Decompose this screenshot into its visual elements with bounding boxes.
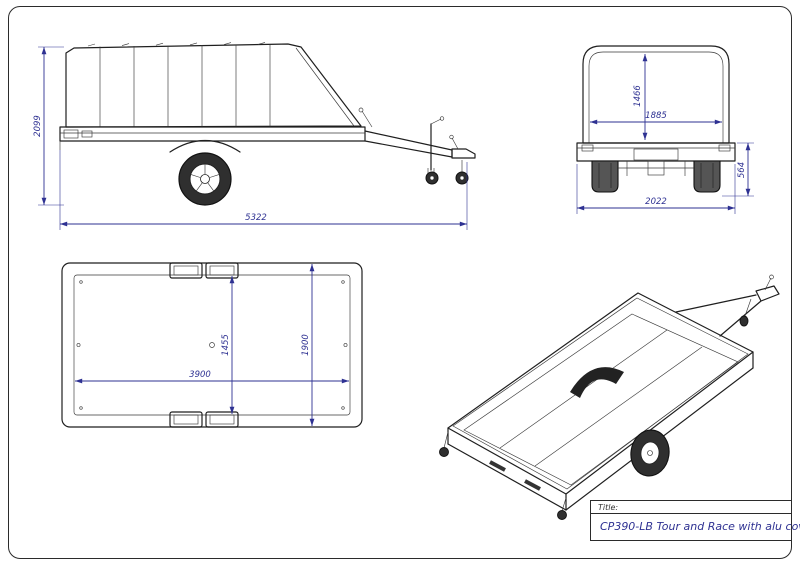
drawbar [358,107,476,185]
wheel [178,152,232,206]
iso-floor-planks [499,329,703,467]
iso-drawbar [675,274,780,337]
iso-fender-arch [570,367,624,398]
right-tail-light [718,144,731,152]
plan-details [76,280,348,410]
dim-label-1466: 1466 [633,85,643,107]
dimension-side-height: 2099 [33,46,64,206]
dim-label-2099: 2099 [33,115,43,137]
side-view: 2099 5322 [33,42,476,230]
iso-rear-lights [489,460,541,491]
dimension-rear-inner-width: 1885 [590,111,722,125]
dimension-rear-overall-width: 2022 [576,164,736,214]
dim-label-1455: 1455 [221,334,231,356]
dimension-rear-inner-height: 1466 [633,54,648,140]
iso-deck-floor [463,313,739,486]
dim-label-5322: 5322 [245,213,267,223]
rear-view: 1466 1885 564 2022 [576,45,754,214]
rear-bed [576,142,736,162]
jockey-wheel [425,116,445,185]
dimension-side-length: 5322 [59,150,468,230]
iso-corner-steadies [439,431,567,520]
dim-label-3900: 3900 [189,370,211,380]
dim-label-1900: 1900 [301,334,311,356]
iso-jockey-wheel [739,298,752,327]
isometric-view [439,274,780,520]
dim-label-564: 564 [737,162,747,178]
title-block: Title: CP390-LB Tour and Race with alu c… [590,500,800,541]
cover-latch-boxes-bottom [169,411,239,428]
iso-deck-rim [447,292,754,495]
iso-coupling-head [755,285,780,302]
plan-outer-frame [61,262,363,428]
dimension-plan-outer-width: 1900 [301,264,315,426]
license-plate [633,148,679,161]
tarp-cover [65,43,362,128]
top-view: 3900 1455 1900 [61,262,363,428]
iso-wheel [630,429,670,477]
bed-frame [59,126,366,153]
dimension-rear-frame-height: 564 [722,142,754,197]
title-label: Title: [591,501,791,514]
handbrake-lever [358,107,373,128]
tarp-straps [87,42,355,127]
support-wheel [455,160,469,185]
cover-latch-boxes-top [169,262,239,279]
rear-wheels [591,160,721,193]
dim-label-2022: 2022 [645,197,667,207]
coupling-head [451,148,476,159]
left-tail-light [581,144,594,152]
drawing-title: CP390-LB Tour and Race with alu cover [600,520,800,533]
rear-cover [582,45,730,144]
dimension-plan-inner-length: 3900 [75,370,349,384]
dim-label-1885: 1885 [645,111,667,121]
dimension-plan-inner-width: 1455 [221,276,235,414]
